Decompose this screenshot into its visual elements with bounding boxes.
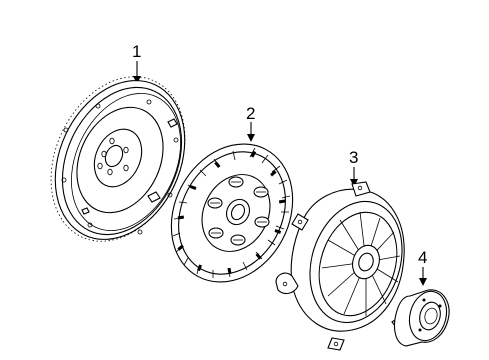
- callout-2-label: 2: [246, 104, 255, 123]
- flywheel-icon: [50, 76, 186, 242]
- callout-1-label: 1: [132, 42, 141, 61]
- callout-4: 4: [418, 248, 427, 286]
- clutch-disc-icon: [170, 143, 294, 283]
- callout-3-label: 3: [349, 148, 358, 167]
- callout-4-label: 4: [418, 248, 427, 267]
- callout-2: 2: [246, 104, 255, 142]
- callout-1: 1: [132, 42, 141, 84]
- release-bearing-icon: [393, 289, 450, 347]
- callout-3: 3: [349, 148, 358, 187]
